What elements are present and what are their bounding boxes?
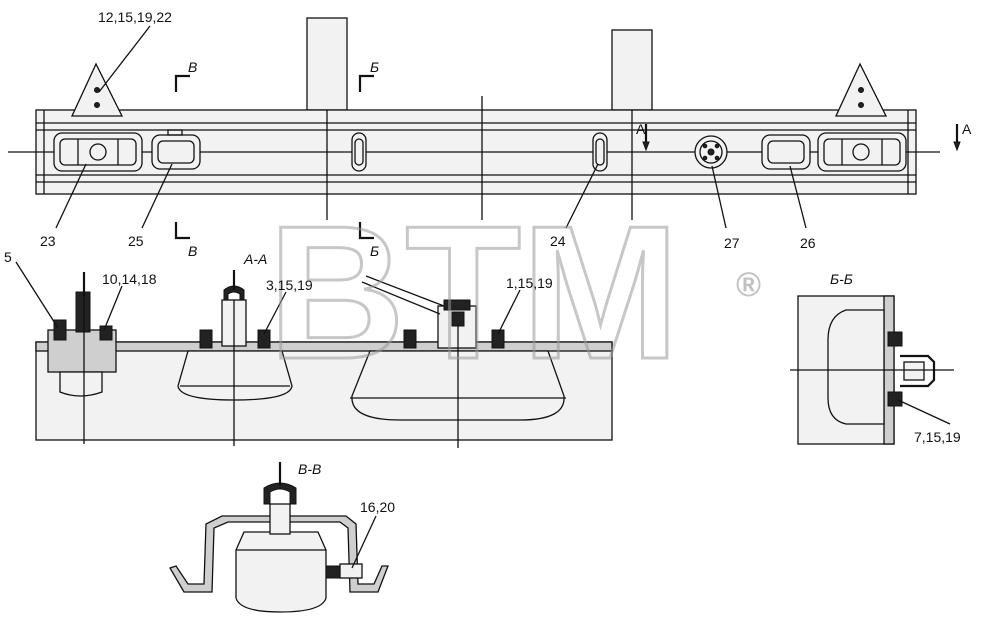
section-mark-v-top: В	[188, 59, 197, 75]
section-title-v-v: В-В	[298, 461, 321, 477]
callout-23: 23	[40, 233, 56, 249]
plate-lamp-left	[351, 132, 367, 172]
callout-12-15-19-22: 12,15,19,22	[98, 9, 172, 25]
frame-rail-left	[306, 17, 348, 111]
watermark: BTM ®	[267, 186, 762, 401]
section-mark-b-top: Б	[370, 59, 379, 75]
section-a-a	[15, 261, 613, 448]
section-mark-a-right: А	[962, 121, 972, 137]
section-v-v	[169, 462, 389, 613]
section-mark-v-bottom: В	[188, 243, 197, 259]
plate-lamp-right	[592, 132, 608, 172]
callout-labels: 12,15,19,22 23 25 24 27 26 5 10,14,18 3,…	[4, 9, 961, 515]
callout-26: 26	[800, 235, 816, 251]
section-mark-b-bottom: Б	[370, 243, 379, 259]
reverse-lamp	[761, 134, 811, 170]
section-b-b	[790, 295, 954, 445]
section-mark-a-left: А	[636, 121, 646, 137]
rear-lamp-left	[53, 132, 143, 172]
fog-lamp	[151, 129, 201, 170]
callout-27: 27	[724, 235, 740, 251]
watermark-text: BTM	[268, 187, 680, 399]
section-mark-letters: В В Б Б А А	[188, 59, 972, 259]
callout-7-15-19: 7,15,19	[914, 429, 961, 445]
callout-1-15-19: 1,15,19	[506, 275, 553, 291]
callout-25: 25	[128, 233, 144, 249]
watermark-registered-mark: ®	[736, 266, 761, 304]
callout-3-15-19: 3,15,19	[266, 277, 313, 293]
top-view	[8, 17, 961, 240]
section-title-a-a: А-А	[243, 251, 267, 267]
trailer-socket	[694, 135, 728, 169]
section-title-b-b: Б-Б	[830, 271, 853, 287]
section-titles: А-А Б-Б В-В	[243, 251, 853, 477]
callout-10-14-18: 10,14,18	[102, 271, 157, 287]
callout-16-20: 16,20	[360, 499, 395, 515]
rear-lamp-right	[817, 132, 907, 172]
callout-5: 5	[4, 249, 12, 265]
callout-24: 24	[550, 233, 566, 249]
frame-rail-right	[611, 29, 653, 111]
